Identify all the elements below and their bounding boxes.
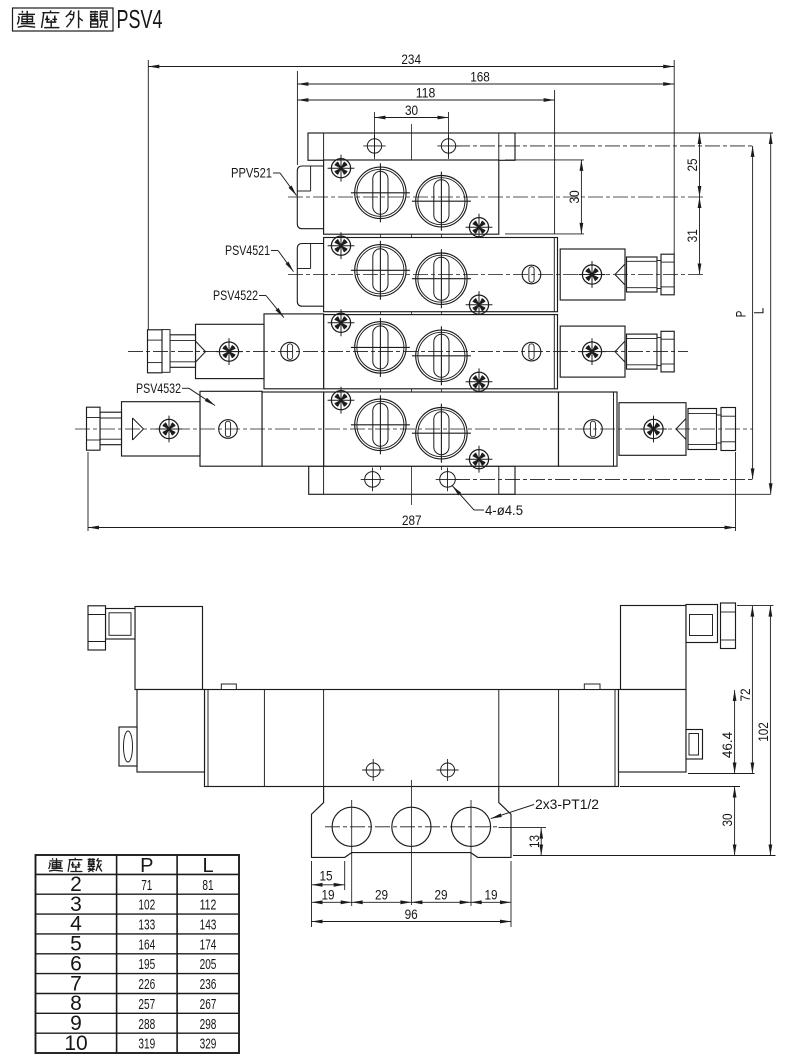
svg-text:143: 143 [200,918,217,934]
svg-text:329: 329 [200,1037,217,1053]
svg-text:133: 133 [138,918,155,934]
svg-text:298: 298 [200,1017,217,1033]
svg-text:96: 96 [405,907,418,922]
svg-text:205: 205 [200,957,217,973]
svg-text:29: 29 [375,888,388,903]
svg-text:30: 30 [405,103,418,118]
svg-text:30: 30 [567,190,582,203]
svg-text:PSV4522: PSV4522 [213,288,258,303]
svg-text:71: 71 [141,878,152,894]
svg-text:PSV4532: PSV4532 [136,381,181,396]
svg-text:195: 195 [138,957,155,973]
svg-text:30: 30 [720,813,735,826]
svg-text:2: 2 [70,873,82,896]
svg-text:PSV4521: PSV4521 [225,243,270,258]
svg-text:13: 13 [527,835,542,848]
svg-text:257: 257 [138,997,155,1013]
svg-text:L: L [752,307,767,314]
svg-text:226: 226 [138,977,155,993]
svg-text:L: L [202,855,213,877]
svg-text:10: 10 [64,1032,87,1055]
svg-text:164: 164 [138,937,155,953]
svg-text:267: 267 [200,997,217,1013]
svg-text:287: 287 [402,513,422,528]
svg-text:19: 19 [484,888,497,903]
svg-text:236: 236 [200,977,217,993]
svg-text:102: 102 [138,898,155,914]
svg-text:6: 6 [70,952,82,975]
svg-text:46.4: 46.4 [720,732,735,759]
svg-text:7: 7 [70,972,82,995]
svg-text:25: 25 [685,158,700,171]
svg-text:PPV521: PPV521 [231,166,272,181]
svg-text:4: 4 [70,913,82,936]
svg-text:5: 5 [70,933,82,956]
svg-text:288: 288 [138,1017,155,1033]
svg-text:72: 72 [738,688,753,701]
svg-text:31: 31 [685,229,700,242]
svg-text:P: P [734,311,749,318]
svg-text:15: 15 [319,869,332,884]
svg-text:102: 102 [756,722,771,742]
svg-text:29: 29 [434,888,447,903]
svg-text:8: 8 [70,992,82,1015]
svg-text:9: 9 [70,1012,82,1035]
svg-text:118: 118 [416,86,436,101]
svg-text:112: 112 [200,898,217,914]
svg-text:168: 168 [470,70,490,85]
svg-text:174: 174 [200,937,217,953]
svg-text:2x3-PT1/2: 2x3-PT1/2 [535,797,599,812]
svg-text:3: 3 [70,893,82,916]
svg-text:19: 19 [321,888,334,903]
svg-text:PSV4: PSV4 [117,6,163,34]
svg-text:P: P [140,855,153,877]
svg-text:4-ø4.5: 4-ø4.5 [485,503,523,518]
svg-text:81: 81 [202,878,213,894]
svg-text:234: 234 [401,52,421,67]
svg-text:319: 319 [138,1037,155,1053]
